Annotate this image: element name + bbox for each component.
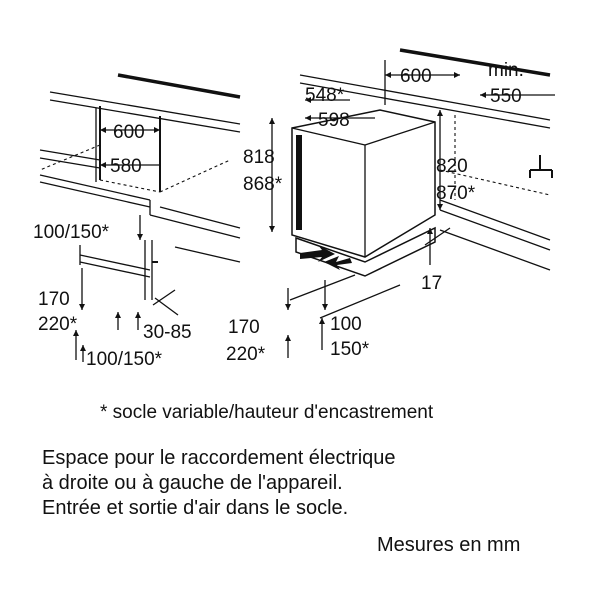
right-dim-598: 598 [318,110,350,131]
left-dim-gap: 30-85 [143,322,192,343]
left-slab-2 [39,157,101,169]
right-worktop-front-top [299,74,551,121]
right-back-dash [439,169,551,196]
left-dim-600: 600 [113,122,145,143]
right-floor-line-1 [289,274,356,301]
right-dim-220-arrow [285,335,291,341]
appliance-body [291,109,436,258]
left-floor-3 [149,214,241,239]
right-dim-818: 818 [243,147,275,168]
left-base-line-2 [79,261,151,278]
left-floor-2 [39,181,151,208]
left-slab-1 [39,149,101,161]
right-dim-870: 870* [436,183,476,204]
appliance-top-front [291,127,366,146]
left-base-diag [152,289,176,306]
left-base-line [79,254,151,271]
right-floor-line-2 [319,284,401,319]
right-back-line-3 [439,229,551,271]
paragraph-line-1: Espace pour le raccordement électrique [42,447,396,469]
units-note: Mesures en mm [377,534,520,556]
right-dim-170: 170 [228,317,260,338]
left-worktop-front-bottom [49,99,241,133]
right-dim-550-arrow [480,92,486,98]
right-dim-600-arrow-r [454,72,460,78]
right-dim-17-leader [424,227,451,246]
appliance-door-edge [296,135,302,230]
left-dim-bottom-arrow [80,345,86,351]
air-outlet-arrow-icon [324,256,352,270]
left-dim-base-height: 100/150* [33,222,110,243]
right-dim-min-label: min. [488,60,524,81]
right-view: 548* 598 600 min. 550 818 868* 820 870* … [226,48,555,365]
right-dim-150-arrow [319,318,325,324]
right-dim-100-arrow [322,304,328,310]
right-dim-868: 868* [243,174,283,195]
right-dim-550: 550 [490,86,522,107]
left-dim-600-arrow-l [100,127,106,133]
left-dim-170-arrow [79,304,85,310]
right-dim-170-arrow [285,304,291,310]
right-dim-820-arrow-b [437,204,443,210]
right-dim-548-arrow [305,97,311,103]
left-dim-top-arrow [137,234,143,240]
left-dim-gap-leader [154,297,179,316]
right-dim-220: 220* [226,344,266,365]
right-dim-600: 600 [400,66,432,87]
right-dim-100: 100 [330,314,362,335]
right-dim-820: 820 [436,156,468,177]
left-niche-depth-dash-2 [39,144,101,171]
right-dim-548: 548* [305,85,345,106]
right-dim-598-arrow [305,115,311,121]
left-dim-170: 170 [38,289,70,310]
left-dim-gap-arrow-1 [115,312,121,318]
left-worktop-front-top [49,91,241,125]
paragraph-line-3: Entrée et sortie d'air dans le socle. [42,497,348,519]
right-worktop-top [399,48,551,77]
right-dim-600-arrow-l [385,72,391,78]
left-dim-580: 580 [110,156,142,177]
right-dim-150: 150* [330,339,370,360]
left-dim-600-arrow-r [154,127,160,133]
left-dim-220-arrow [73,330,79,336]
paragraph-line-2: à droite ou à gauche de l'appareil. [42,472,343,494]
left-niche-back-dash [99,179,161,193]
right-dim-17-arrow [427,228,433,234]
left-view: 600 580 100/150* 170 220* 30-85 100/ [33,73,241,370]
left-floor-5 [174,246,241,263]
left-dim-bottom-height: 100/150* [86,349,163,370]
right-dim-818-arrow-t [269,118,275,124]
right-back-line-2 [439,209,551,251]
left-dim-220: 220* [38,314,78,335]
left-niche-depth-dash [159,159,231,193]
right-dim-818-arrow-b [269,226,275,232]
left-dim-580-arrow-l [100,162,106,168]
left-floor-4 [159,206,241,229]
right-dim-820-arrow-t [437,110,443,116]
left-dim-gap-arrow-2 [135,312,141,318]
left-worktop-top [117,73,241,99]
air-inlet-arrow-icon [300,245,335,262]
right-back-line-1 [439,199,551,241]
left-floor-1 [39,174,151,201]
right-dim-17: 17 [421,273,442,294]
footnote: * socle variable/hauteur d'encastrement [100,402,434,423]
right-worktop-front-bottom [299,82,551,129]
appliance-top-right [364,121,436,146]
